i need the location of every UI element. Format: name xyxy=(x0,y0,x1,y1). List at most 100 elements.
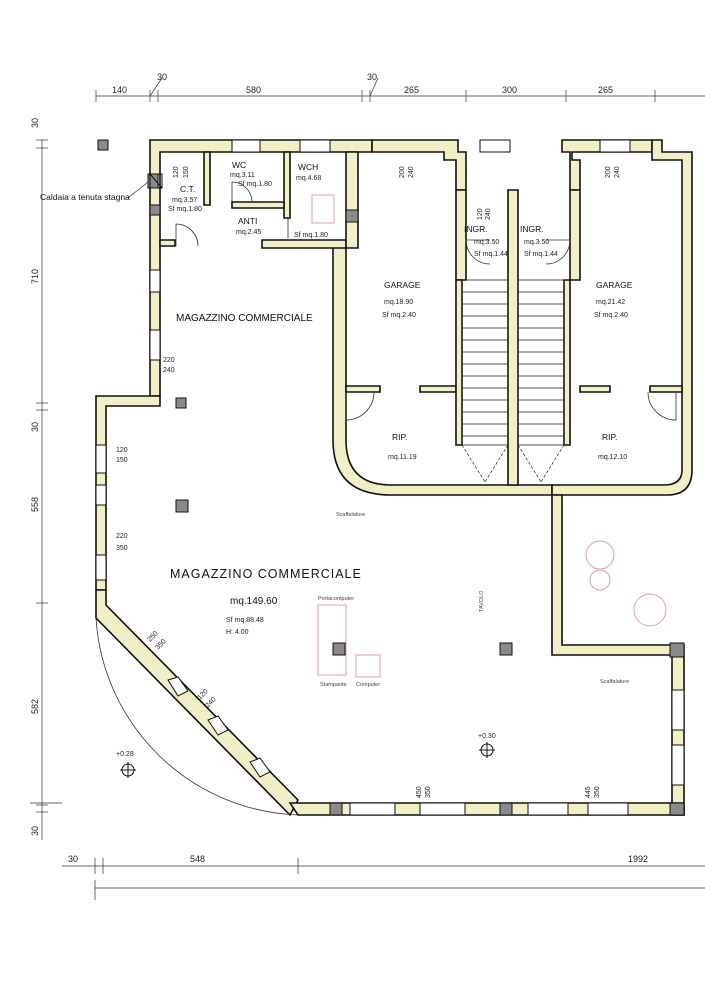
note-scaffalature-1: Scaffalature xyxy=(336,512,365,518)
wall-ct-east xyxy=(203,151,211,206)
stairs xyxy=(461,279,565,483)
wc-name: WC xyxy=(232,160,246,170)
rip-left-name: RIP. xyxy=(392,432,407,442)
note-tavolo: TAVOLO xyxy=(479,590,485,612)
opening-garage-left-2: 240 xyxy=(408,166,415,178)
wall-diagonal xyxy=(95,589,299,817)
dim-top-1: 140 xyxy=(112,85,127,95)
opening-south-2a: 445 xyxy=(585,786,592,798)
wall-wc-south xyxy=(231,201,285,209)
opening-south-1b: 350 xyxy=(425,786,432,798)
wall-center-spine xyxy=(507,189,519,486)
wall-garage-rip-right xyxy=(579,385,683,393)
anti-name: ANTI xyxy=(238,216,257,226)
ingr-right-name: INGR. xyxy=(520,224,544,234)
wall-garage-west xyxy=(332,244,553,496)
boiler-symbol xyxy=(149,173,163,189)
caldaia-leader xyxy=(127,181,149,199)
garage-left-sf: Sf mq.2.40 xyxy=(382,312,416,319)
opening-garage-right-2: 240 xyxy=(614,166,621,178)
opening-west-2a: 220 xyxy=(116,533,128,540)
dim-top-2: 30 xyxy=(157,72,167,82)
windows xyxy=(95,139,685,816)
dim-top-6: 300 xyxy=(502,85,517,95)
dim-left-2: 710 xyxy=(30,269,40,284)
ingr-left-sf: Sf mq.1.44 xyxy=(474,251,508,258)
note-portacomputer: Portacomputer xyxy=(318,596,354,602)
elevation-left-label: +0.28 xyxy=(116,751,134,758)
wall-wc-wch xyxy=(283,151,291,219)
top-dimension-line xyxy=(95,77,705,102)
wall-services-south xyxy=(159,239,347,249)
note-computer: Computer xyxy=(356,682,380,688)
dim-top-3: 580 xyxy=(246,85,261,95)
wall-ingr-right-west xyxy=(569,189,581,281)
dim-top-4: 30 xyxy=(367,72,377,82)
dim-top-7: 265 xyxy=(598,85,613,95)
wch-name: WCH xyxy=(298,162,318,172)
dim-left-5: 582 xyxy=(30,699,40,714)
ct-area: mq.3.57 xyxy=(172,197,197,204)
dim-bottom-3: 1992 xyxy=(628,854,648,864)
magazzino-main-area: mq.149.60 xyxy=(230,596,278,607)
ingr-right-area: mq.3.50 xyxy=(524,239,549,246)
opening-ct-top-1: 120 xyxy=(173,166,180,178)
opening-west-1b: 150 xyxy=(116,457,128,464)
ct-name: C.T. xyxy=(180,184,195,194)
opening-west-1a: 120 xyxy=(116,447,128,454)
magazzino-main-label: MAGAZZINO COMMERCIALE xyxy=(170,567,362,581)
wch-area: mq.4.68 xyxy=(296,175,321,182)
opening-diag-2a: 120 xyxy=(196,688,209,701)
dim-left-4: 558 xyxy=(30,497,40,512)
garage-right-sf: Sf mq.2.40 xyxy=(594,312,628,319)
wall-lower-east-jog xyxy=(551,494,673,656)
elevation-marker-left xyxy=(120,762,136,778)
dim-bottom-2: 548 xyxy=(190,854,205,864)
wall-ingr-left-east xyxy=(455,189,467,281)
left-dimension-line xyxy=(30,139,62,840)
dim-left-6: 30 xyxy=(30,826,40,836)
wall-garage-rip-left xyxy=(345,385,457,393)
opening-diag-2b: 240 xyxy=(204,696,217,709)
dim-left-3: 30 xyxy=(30,422,40,432)
opening-ingr-2: 240 xyxy=(485,208,492,220)
furniture-sketch xyxy=(311,194,667,678)
opening-west-2b: 350 xyxy=(116,545,128,552)
opening-garage-left-1: 200 xyxy=(399,166,406,178)
anti-area: mq.2.45 xyxy=(236,229,261,236)
opening-diag-1b: 350 xyxy=(154,638,167,651)
note-caldaia: Caldaia a tenuta stagna xyxy=(40,192,130,202)
note-scaffalature-2: Scaffalature xyxy=(600,679,629,685)
opening-diag-1a: 250 xyxy=(146,630,159,643)
opening-wc-left-2: 240 xyxy=(163,367,175,374)
opening-south-1a: 450 xyxy=(416,786,423,798)
wall-garage-north-left xyxy=(371,139,467,191)
note-stampante: Stampante xyxy=(320,682,347,688)
opening-ct-top-2: 150 xyxy=(183,166,190,178)
dim-top-5: 265 xyxy=(404,85,419,95)
opening-garage-right-1: 200 xyxy=(605,166,612,178)
dim-left-1: 30 xyxy=(30,118,40,128)
wall-stair-left xyxy=(455,279,463,446)
ct-sf: Sf mq.1.80 xyxy=(168,206,202,213)
ingr-left-area: mq.3.50 xyxy=(474,239,499,246)
magazzino-main-h: H: 4.00 xyxy=(226,629,249,636)
rip-left-area: mq.11.19 xyxy=(388,454,417,461)
garage-right-area: mq.21.42 xyxy=(596,299,625,306)
doors xyxy=(95,181,677,816)
elevation-marker-right xyxy=(479,742,495,758)
wc-sf: Sf mq.1.80 xyxy=(238,181,272,188)
garage-left-name: GARAGE xyxy=(384,280,421,290)
opening-south-2b: 350 xyxy=(594,786,601,798)
wall-services-east xyxy=(345,151,359,249)
ingr-right-sf: Sf mq.1.44 xyxy=(524,251,558,258)
rip-right-name: RIP. xyxy=(602,432,617,442)
ingr-left-name: INGR. xyxy=(464,224,488,234)
opening-wc-left-1: 220 xyxy=(163,357,175,364)
magazzino-main-sf: Sf mq.88.48 xyxy=(226,617,264,624)
anti-sf: Sf mq.1.80 xyxy=(294,232,328,239)
elevation-right-label: +0.30 xyxy=(478,733,496,740)
garage-right-name: GARAGE xyxy=(596,280,633,290)
garage-left-area: mq.18.90 xyxy=(384,299,413,306)
